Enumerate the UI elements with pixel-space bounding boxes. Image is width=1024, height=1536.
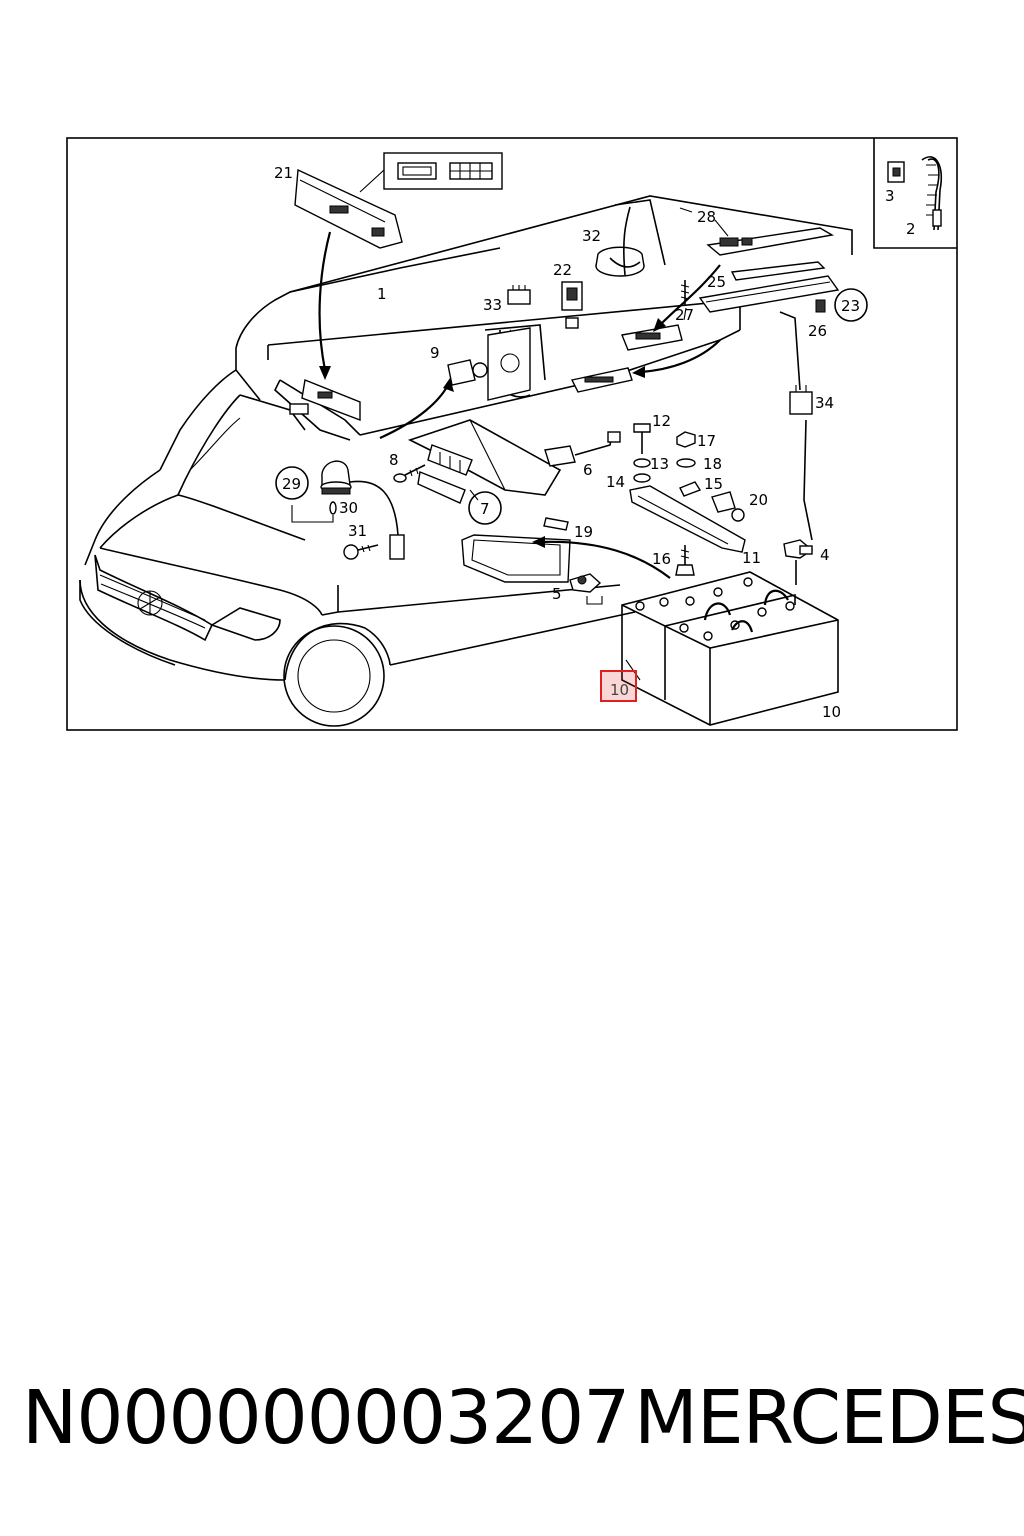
callout-17: 17 bbox=[697, 432, 716, 450]
part-10-batteries bbox=[621, 560, 839, 726]
callout-2: 2 bbox=[906, 220, 916, 238]
parts-diagram: 1 2 3 4 5 6 7 8 9 10 10 11 12 13 14 15 1… bbox=[66, 137, 958, 731]
callout-12: 12 bbox=[652, 412, 671, 430]
part-17-nut bbox=[676, 431, 696, 448]
arrow-battery bbox=[539, 540, 671, 579]
switch-panel-detail bbox=[359, 152, 503, 193]
part-26-clip bbox=[815, 299, 826, 313]
callout-10: 10 bbox=[822, 703, 841, 721]
callout-26: 26 bbox=[808, 322, 827, 340]
part-14-washer bbox=[633, 473, 651, 483]
callout-22: 22 bbox=[553, 261, 572, 279]
part-12-bolt bbox=[633, 423, 651, 454]
callout-29: 29 bbox=[282, 475, 301, 493]
callout-15: 15 bbox=[704, 475, 723, 493]
callout-3: 3 bbox=[885, 187, 895, 205]
harness-34 bbox=[779, 311, 801, 391]
inset-parts bbox=[887, 156, 942, 231]
callout-9: 9 bbox=[430, 344, 440, 362]
callout-31: 31 bbox=[348, 522, 367, 540]
callout-21: 21 bbox=[274, 164, 293, 182]
callout-4: 4 bbox=[820, 546, 830, 564]
callout-16: 16 bbox=[652, 550, 671, 568]
arrow-28 bbox=[659, 264, 721, 326]
inset-box bbox=[873, 138, 957, 249]
callout-33: 33 bbox=[483, 296, 502, 314]
part-21-installed bbox=[289, 379, 361, 422]
callout-27: 27 bbox=[675, 306, 694, 324]
brand-name: MERCEDES bbox=[634, 1375, 1024, 1461]
part-8-screw bbox=[393, 464, 426, 483]
part-18-washer bbox=[676, 458, 696, 468]
callout-25: 25 bbox=[707, 273, 726, 291]
mount-plate bbox=[487, 327, 531, 401]
part-31-screw bbox=[343, 544, 379, 560]
part-15-bracket bbox=[679, 481, 702, 497]
callout-1: 1 bbox=[377, 285, 387, 303]
diagram-frame bbox=[66, 137, 958, 731]
callout-circle-23 bbox=[834, 288, 868, 322]
part-number: N000000003207 bbox=[22, 1375, 630, 1461]
part-34-relay bbox=[789, 385, 813, 415]
part-5-terminal-clamp bbox=[569, 573, 602, 593]
part-25-light-strip bbox=[698, 261, 840, 313]
part-30-bulb bbox=[329, 501, 337, 515]
part-28-light-strip bbox=[706, 227, 834, 256]
arrow-21 bbox=[318, 231, 332, 371]
part-22-switch bbox=[561, 281, 583, 329]
leader-29 bbox=[291, 505, 334, 523]
part-33-connector bbox=[507, 285, 531, 305]
callout-8: 8 bbox=[389, 451, 399, 469]
arrow-25 bbox=[639, 339, 721, 374]
part-29-rotating-beacon bbox=[320, 460, 405, 560]
callout-13: 13 bbox=[650, 455, 669, 473]
callout-11: 11 bbox=[742, 549, 761, 567]
harness-lamp-1 bbox=[621, 324, 683, 351]
part-11-battery-bracket bbox=[629, 485, 746, 553]
callout-14: 14 bbox=[606, 473, 625, 491]
part-13-washer bbox=[633, 458, 651, 468]
callout-19: 19 bbox=[574, 523, 593, 541]
line-34-to-4 bbox=[803, 419, 813, 541]
callout-20: 20 bbox=[749, 491, 768, 509]
callout-23: 23 bbox=[841, 297, 860, 315]
callout-5: 5 bbox=[552, 585, 562, 603]
part-20-valve bbox=[711, 491, 745, 522]
part-21-overhead-console bbox=[294, 168, 403, 249]
front-wheel bbox=[283, 625, 385, 727]
harness-lamp-2 bbox=[570, 367, 633, 393]
callout-circle-7 bbox=[468, 491, 502, 525]
callout-10-highlighted: 10 bbox=[610, 681, 629, 699]
part-19-strip bbox=[543, 517, 569, 531]
callout-30: 30 bbox=[339, 499, 358, 517]
callout-18: 18 bbox=[703, 455, 722, 473]
callout-34: 34 bbox=[815, 394, 834, 412]
part-7-fuse-holder bbox=[417, 444, 479, 504]
callout-circle-29 bbox=[275, 466, 309, 500]
callout-28: 28 bbox=[697, 208, 716, 226]
part-16-screw bbox=[675, 545, 695, 576]
part-32-dome-lamp bbox=[595, 199, 666, 277]
leader-5 bbox=[586, 596, 603, 605]
footer: N000000003207 MERCEDES bbox=[0, 1375, 1024, 1475]
part-6-strap bbox=[544, 431, 621, 467]
callout-7: 7 bbox=[480, 500, 490, 518]
highlight-box-10 bbox=[600, 670, 637, 702]
arrow-9 bbox=[379, 384, 449, 440]
callout-6: 6 bbox=[583, 461, 593, 479]
part-4-terminal bbox=[783, 539, 814, 559]
callout-32: 32 bbox=[582, 227, 601, 245]
